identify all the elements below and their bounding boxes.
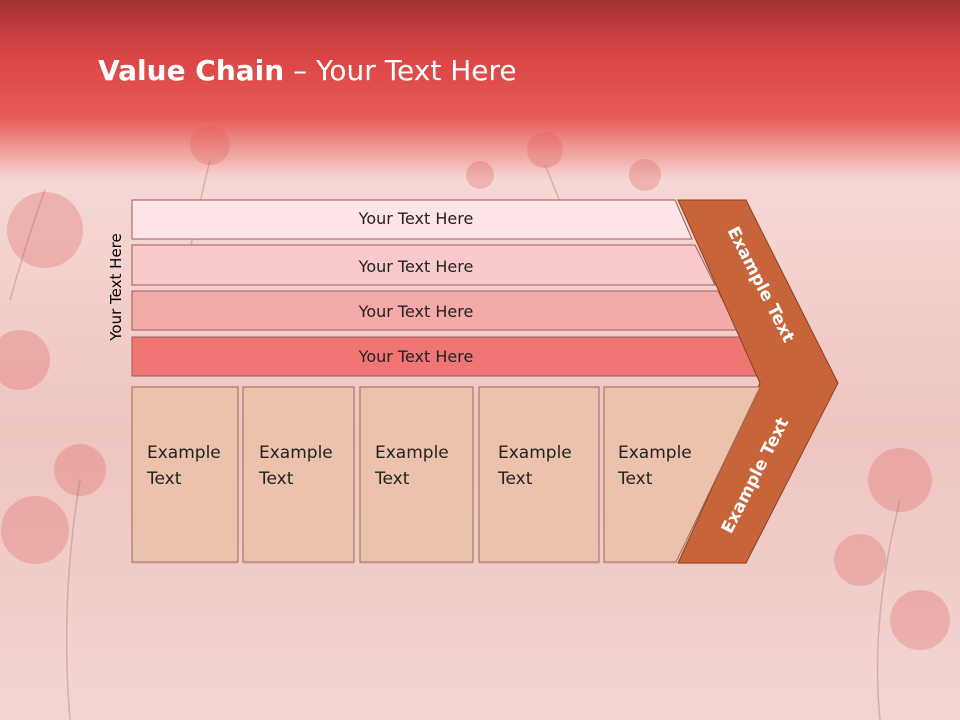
primary-box: Example Text [131,386,239,563]
primary-box-shape [131,386,239,563]
support-row: Your Text Here [131,244,716,286]
reflection-text: Example [147,663,221,683]
reflection-text: Text [374,637,410,657]
support-row-label: Your Text Here [358,257,474,276]
primary-box-line1: Example [259,443,333,463]
header-band [0,0,960,180]
primary-box-line1: Example [618,443,692,463]
primary-box-line2: Text [146,469,182,489]
reflection-box [603,563,752,720]
support-row: Your Text Here [131,336,763,377]
reflection-text: Example [498,663,572,683]
primary-box-shape [359,386,474,563]
title-rest: – Your Text Here [284,54,517,87]
reflection-text: Example [375,663,449,683]
primary-box: Example Text [242,386,355,563]
reflection-text: Text [497,637,533,657]
reflection-arrow [678,563,827,720]
primary-box: Example Text [478,386,600,563]
support-row-label: Your Text Here [358,347,474,366]
support-row-shape [131,244,716,286]
primary-box-line1: Example [375,443,449,463]
support-row: Your Text Here [131,199,693,240]
primary-box-line1: Example [147,443,221,463]
reflection-text: Example [259,663,333,683]
side-label: Your Text Here [107,233,125,341]
primary-box: Example Text [359,386,474,563]
primary-box-line2: Text [374,469,410,489]
reflection-box [359,563,474,720]
support-row-shape [131,199,693,240]
slide-title: Value Chain – Your Text Here [98,54,517,87]
reflection-text: Text [258,637,294,657]
reflection-box [131,563,239,720]
reflection-text: Text [146,637,182,657]
primary-box-shape [242,386,355,563]
primary-box-line2: Text [617,469,653,489]
support-row-label: Your Text Here [358,302,474,321]
primary-box-shape [603,386,761,563]
primary-box-line2: Text [258,469,294,489]
reflection-text: Example [618,663,692,683]
primary-box-shape [478,386,600,563]
reflection-box [242,563,355,720]
reflection: Example Text Example Text Example Text E… [131,563,827,720]
support-row-label: Your Text Here [358,209,474,228]
reflection-box [478,563,600,720]
primary-box-line2: Text [497,469,533,489]
title-bold: Value Chain [98,54,285,87]
primary-box-line1: Example [498,443,572,463]
reflection-text: Text [617,637,653,657]
support-row: Your Text Here [131,290,739,331]
primary-box: Example Text [603,386,761,563]
